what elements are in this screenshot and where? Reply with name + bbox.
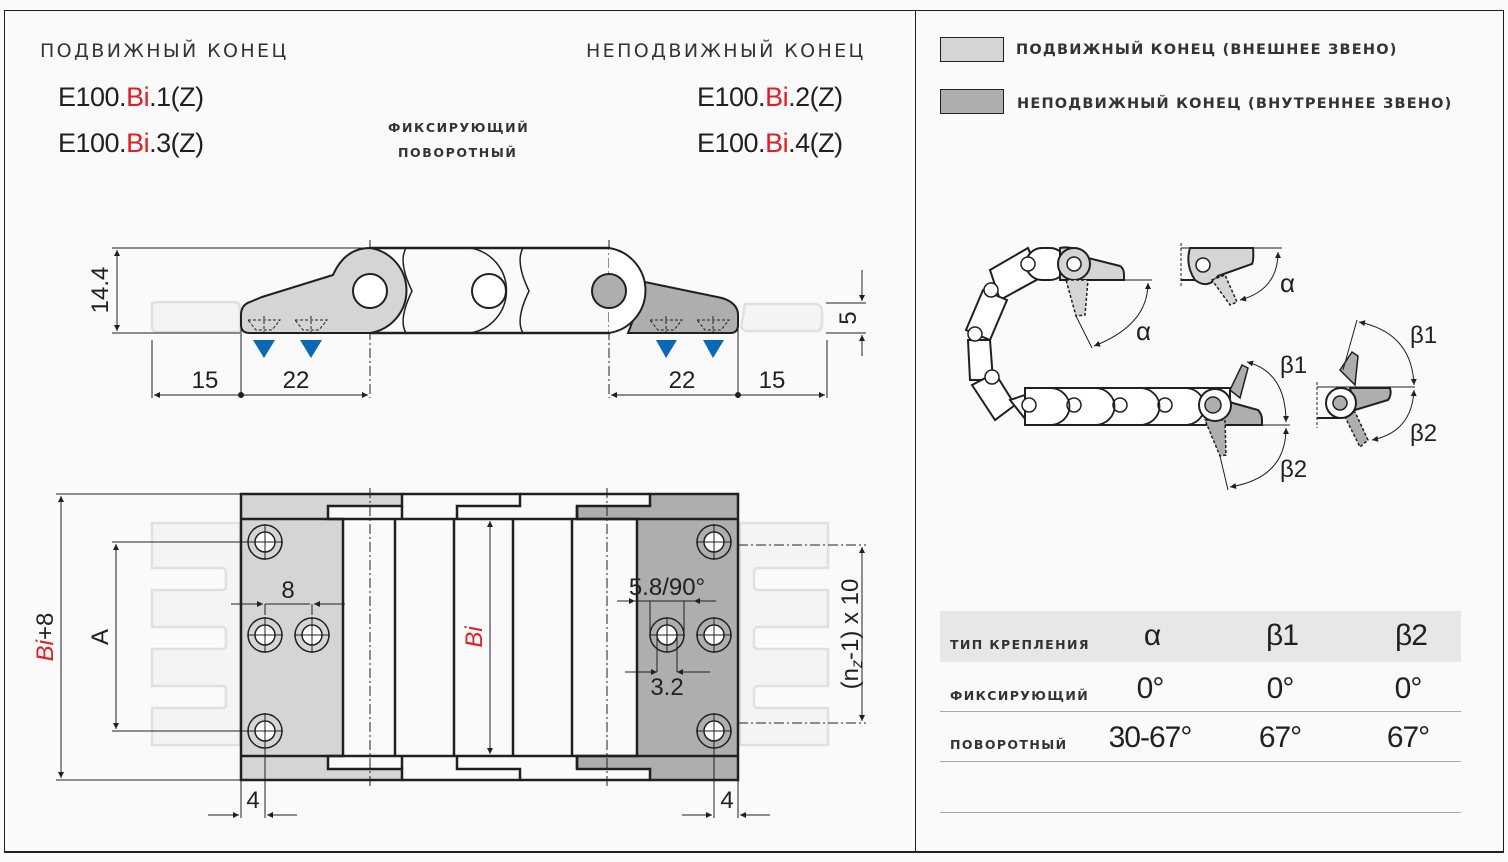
- dim-height: 14.4: [87, 267, 114, 314]
- legend-swatch-moving: [940, 37, 1004, 62]
- legend-label-moving: ПОДВИЖНЫЙ КОНЕЦ (ВНЕШНЕЕ ЗВЕНО): [1016, 42, 1398, 58]
- code-prefix: E100.: [58, 82, 127, 112]
- code-suffix: .4(Z): [788, 128, 843, 158]
- code-suffix: .3(Z): [149, 128, 204, 158]
- dim-countersink: 5.8/90°: [629, 574, 705, 601]
- cell-beta1: 0°: [1266, 672, 1295, 705]
- dim-left-span: 22: [283, 367, 310, 394]
- ghost-connector-left: [150, 300, 242, 334]
- mounting-angle-table: ТИП КРЕПЛЕНИЯ α β1 β2 ФИКСИРУЮЩИЙ 0° 0° …: [940, 611, 1461, 813]
- code-prefix: E100.: [697, 128, 766, 158]
- code-bi: Bi: [765, 128, 789, 158]
- header-beta1: β1: [1266, 619, 1299, 652]
- legend-swatch-fixed: [940, 89, 1004, 114]
- type-label-fixed: ФИКСИРУЮЩИЙ: [388, 120, 530, 135]
- code-prefix: E100.: [697, 82, 766, 112]
- moving-end-title: ПОДВИЖНЫЙ КОНЕЦ: [40, 40, 289, 62]
- dim-inner-width: Bi: [461, 626, 488, 648]
- alpha-label: α: [1136, 316, 1151, 346]
- beta2-label-detail: β2: [1410, 420, 1437, 447]
- cell-beta2: 67°: [1386, 721, 1430, 754]
- part-code-2: E100.Bi.2(Z): [697, 82, 843, 113]
- header-alpha: α: [1143, 619, 1161, 652]
- dim-right-offset: 15: [759, 367, 786, 394]
- ghost-connector-right: [740, 302, 824, 333]
- panel-divider: [915, 10, 916, 853]
- table-empty-row: [940, 762, 1461, 813]
- part-code-1: E100.Bi.1(Z): [58, 82, 204, 113]
- top-view: [56, 488, 866, 818]
- beta2-label: β2: [1280, 456, 1307, 483]
- mounting-holes-left: [247, 524, 330, 818]
- code-prefix: E100.: [58, 128, 127, 158]
- part-code-4: E100.Bi.4(Z): [697, 128, 843, 159]
- table-row: ПОВОРОТНЫЙ 30-67° 67° 67°: [940, 712, 1461, 762]
- dim-hole-pitch: 8: [281, 577, 294, 604]
- code-bi: Bi: [126, 82, 150, 112]
- dim-left-edge: 4: [246, 787, 259, 814]
- legend-label-fixed: НЕПОДВИЖНЫЙ КОНЕЦ (ВНУТРЕННЕЕ ЗВЕНО): [1017, 96, 1453, 112]
- cell-beta2: 0°: [1394, 672, 1423, 705]
- table-row: ФИКСИРУЮЩИЙ 0° 0° 0°: [940, 662, 1461, 712]
- row-label-pivot: ПОВОРОТНЫЙ: [950, 737, 1068, 752]
- code-bi: Bi: [126, 128, 150, 158]
- code-suffix: .2(Z): [788, 82, 843, 112]
- beta1-label-detail: β1: [1410, 322, 1437, 349]
- dim-left-offset: 15: [192, 367, 219, 394]
- beta1-label: β1: [1280, 352, 1307, 379]
- code-suffix: .1(Z): [149, 82, 204, 112]
- dim-hole-diameter: 3.2: [650, 674, 683, 701]
- side-view: [112, 240, 866, 398]
- cell-alpha: 0°: [1136, 672, 1165, 705]
- dim-right-span: 22: [669, 367, 696, 394]
- cell-beta1: 67°: [1258, 721, 1302, 754]
- dim-pitch-formula: (nz-1) x 10: [837, 579, 866, 690]
- part-code-3: E100.Bi.3(Z): [58, 128, 204, 159]
- alpha-label-detail: α: [1280, 268, 1295, 298]
- dim-thickness: 5: [835, 311, 862, 324]
- dim-outer-width: Bi+8: [32, 613, 59, 662]
- outer-frame: [4, 10, 1504, 853]
- angle-diagram: [964, 243, 1417, 491]
- dim-hole-spacing: A: [87, 629, 114, 645]
- header-beta2: β2: [1395, 619, 1428, 652]
- dim-right-edge: 4: [720, 787, 733, 814]
- code-bi: Bi: [765, 82, 789, 112]
- header-type-label: ТИП КРЕПЛЕНИЯ: [950, 637, 1090, 652]
- cell-alpha: 30-67°: [1108, 721, 1193, 754]
- table-header: ТИП КРЕПЛЕНИЯ α β1 β2: [940, 611, 1461, 662]
- screw-marker-icons: [253, 340, 724, 358]
- row-label-fixed: ФИКСИРУЮЩИЙ: [950, 688, 1090, 703]
- type-label-pivot: ПОВОРОТНЫЙ: [398, 145, 518, 160]
- fixed-end-title: НЕПОДВИЖНЫЙ КОНЕЦ: [586, 40, 866, 62]
